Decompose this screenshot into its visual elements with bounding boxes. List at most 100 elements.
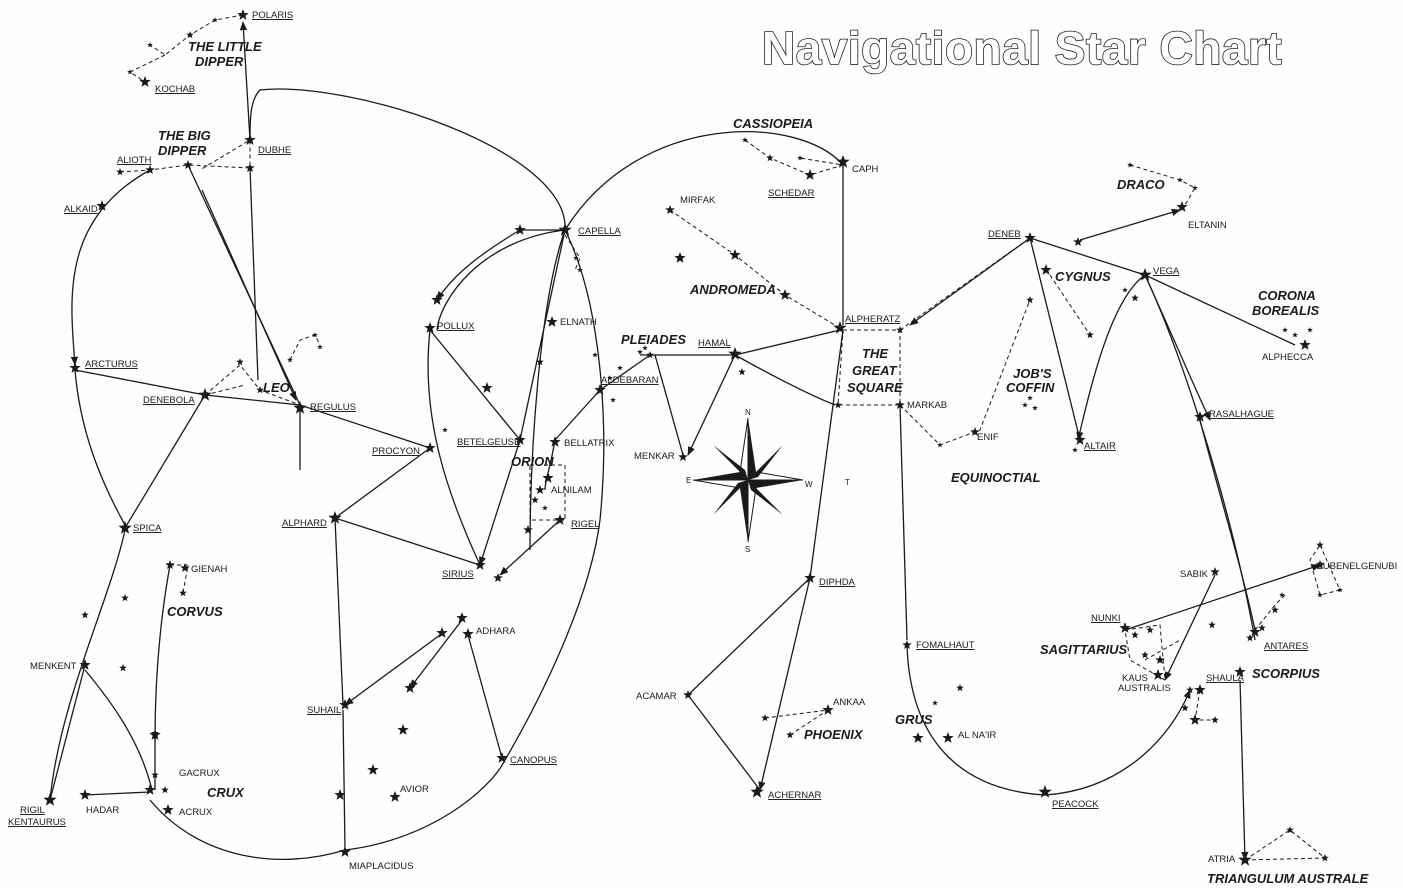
- star-icon: [186, 31, 194, 39]
- star-label-markab: MARKAB: [907, 400, 947, 411]
- star-icon: [833, 321, 847, 334]
- star-icon: [942, 732, 954, 743]
- star-icon: [742, 137, 748, 143]
- star-label-kaus-australis: AUSTRALIS: [1118, 683, 1171, 694]
- star-icon: [956, 684, 964, 692]
- star-icon: [149, 729, 161, 740]
- star-icon: [1286, 826, 1294, 834]
- star-label-rigel: RIGEL: [571, 519, 600, 530]
- star-icon: [121, 594, 129, 602]
- star-markers: [43, 9, 1343, 866]
- star-icon: [165, 560, 175, 569]
- star-label-alphard: ALPHARD: [282, 518, 327, 529]
- star-icon: [161, 786, 169, 794]
- star-icon: [1146, 626, 1154, 634]
- star-icon: [144, 784, 156, 795]
- star-icon: [1177, 177, 1183, 183]
- star-label-menkent: MENKENT: [30, 661, 77, 672]
- star-icon: [836, 155, 850, 168]
- constellation-label-draco: DRACO: [1117, 177, 1165, 192]
- star-icon: [1271, 606, 1279, 614]
- constellation-label-grus: GRUS: [895, 712, 933, 727]
- star-label-kochab: KOCHAB: [155, 84, 195, 95]
- star-icon: [424, 322, 436, 333]
- constellation-label-pleiades: PLEIADES: [621, 332, 686, 347]
- star-icon: [1176, 201, 1188, 212]
- star-label-vega: VEGA: [1153, 266, 1180, 277]
- star-label-denebola: DENEBOLA: [143, 395, 195, 406]
- star-icon: [912, 732, 924, 743]
- star-icon: [256, 386, 264, 394]
- star-icon: [1258, 624, 1266, 632]
- star-icon: [546, 316, 558, 327]
- star-icon: [1316, 541, 1324, 549]
- constellation-label-little-dipper: THE LITTLE: [188, 39, 262, 54]
- star-icon: [535, 485, 545, 494]
- star-label-antares: ANTARES: [1264, 641, 1308, 652]
- star-icon: [127, 69, 133, 75]
- star-label-rasalhague: RASALHAGUE: [1209, 409, 1274, 420]
- star-label-dubhe: DUBHE: [258, 145, 291, 156]
- star-label-al-nair: AL NA'IR: [958, 730, 997, 741]
- star-icon: [1086, 331, 1094, 339]
- compass-s-label: S: [745, 545, 750, 554]
- star-icon: [683, 690, 693, 699]
- star-icon: [1141, 651, 1149, 659]
- star-label-altair: ALTAIR: [1084, 441, 1116, 452]
- star-icon: [932, 700, 938, 706]
- star-icon: [397, 724, 409, 735]
- star-icon: [1024, 232, 1036, 243]
- star-icon: [431, 294, 443, 305]
- star-icon: [339, 846, 351, 857]
- star-icon: [496, 752, 508, 763]
- star-label-menkar: MENKAR: [634, 451, 675, 462]
- star-icon: [558, 223, 572, 236]
- star-label-alkaid: ALKAID: [64, 204, 98, 215]
- star-icon: [750, 785, 764, 798]
- star-icon: [554, 514, 566, 525]
- constellation-label-phoenix: PHOENIX: [804, 727, 864, 742]
- star-icon: [542, 472, 554, 483]
- star-icon: [334, 789, 346, 800]
- star-icon: [1022, 402, 1028, 408]
- star-icon: [514, 434, 526, 445]
- star-icon: [1189, 714, 1201, 725]
- star-icon: [198, 388, 212, 401]
- star-icon: [1073, 237, 1083, 246]
- star-icon: [1210, 567, 1220, 576]
- star-label-procyon: PROCYON: [372, 446, 420, 457]
- star-icon: [573, 255, 579, 261]
- star-icon: [607, 375, 613, 381]
- star-icon: [797, 155, 803, 161]
- constellation-label-cygnus: CYGNUS: [1055, 269, 1111, 284]
- star-icon: [678, 452, 688, 461]
- star-label-miaplacidus: MIAPLACIDUS: [349, 861, 413, 872]
- star-icon: [1155, 655, 1165, 664]
- star-icon: [804, 572, 816, 583]
- star-label-arcturus: ARCTURUS: [85, 359, 138, 370]
- star-icon: [183, 160, 193, 169]
- constellation-label-jobs-coffin: JOB'S: [1013, 366, 1052, 381]
- star-icon: [1152, 669, 1164, 680]
- star-icon: [970, 427, 980, 436]
- star-icon: [761, 714, 769, 722]
- star-label-spica: SPICA: [133, 523, 162, 534]
- star-label-shaula: SHAULA: [1206, 673, 1245, 684]
- star-label-suhail: SUHAIL: [307, 705, 341, 716]
- star-icon: [1292, 332, 1298, 338]
- marker-t: T: [845, 478, 850, 487]
- star-label-pollux: POLLUX: [437, 321, 475, 332]
- star-label-eltanin: ELTANIN: [1188, 220, 1227, 231]
- star-icon: [1307, 327, 1313, 333]
- star-icon: [236, 358, 244, 366]
- constellation-label-orion: ORION: [511, 454, 554, 469]
- star-icon: [1194, 411, 1206, 422]
- star-label-canopus: CANOPUS: [510, 755, 557, 766]
- star-icon: [902, 640, 912, 649]
- star-label-achernar: ACHERNAR: [768, 790, 821, 801]
- star-icon: [237, 9, 249, 20]
- star-icon: [1282, 327, 1288, 333]
- star-label-sabik: SABIK: [1180, 569, 1209, 580]
- star-icon: [462, 628, 474, 639]
- star-icon: [1337, 587, 1343, 593]
